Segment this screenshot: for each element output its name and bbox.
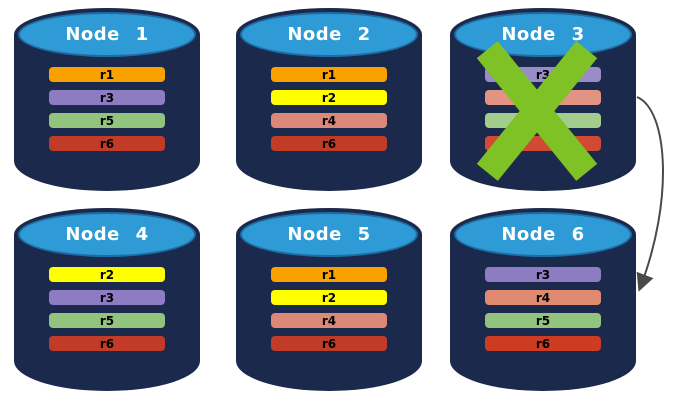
node-cylinder: Node 1 r1 r3 r5 r6 xyxy=(14,10,200,191)
node-title: Node 6 xyxy=(501,224,585,245)
replica-bar: r2 xyxy=(271,290,387,305)
replica-bar-label: r4 xyxy=(321,313,337,328)
replica-bar: r5 xyxy=(49,313,165,328)
node-cylinder: Node 5 r1 r2 r4 r6 xyxy=(236,210,422,391)
replica-bar: r2 xyxy=(49,267,165,282)
replica-bar-label: r6 xyxy=(535,336,551,351)
node-title: Node 1 xyxy=(65,24,149,45)
replica-bar-label: r5 xyxy=(99,313,115,328)
replica-bar-label: r6 xyxy=(321,136,337,151)
replica-list: r2 r3 r5 r6 xyxy=(49,267,165,351)
node-cylinder: Node 4 r2 r3 r5 r6 xyxy=(14,210,200,391)
replica-bar: r4 xyxy=(271,113,387,128)
replica-bar: r1 xyxy=(271,67,387,82)
replica-bar: r2 xyxy=(271,90,387,105)
cylinder-body xyxy=(236,34,422,191)
cylinder-top: Node 3 xyxy=(454,12,632,57)
failure-x-icon xyxy=(476,41,597,181)
replica-bar: r4 xyxy=(271,313,387,328)
replica-bar-label: r3 xyxy=(99,290,115,305)
node-title: Node 3 xyxy=(501,24,585,45)
replica-bar-label: r5 xyxy=(535,313,551,328)
cylinder-top: Node 6 xyxy=(454,212,632,257)
replica-bar-label: r5 xyxy=(99,113,115,128)
cylinder-top: Node 2 xyxy=(240,12,418,57)
replica-bar: r6 xyxy=(271,336,387,351)
replica-list: r1 r2 r4 r6 xyxy=(271,67,387,151)
cylinder-top: Node 4 xyxy=(18,212,196,257)
node-title: Node 5 xyxy=(287,224,371,245)
cylinder-top: Node 5 xyxy=(240,212,418,257)
cylinder-body xyxy=(236,234,422,391)
replica-bar: r3 xyxy=(49,290,165,305)
replica-bar: r4 xyxy=(485,290,601,305)
replica-bar-label: r4 xyxy=(535,290,551,305)
replica-bar: r6 xyxy=(49,136,165,151)
replica-bar: r6 xyxy=(485,336,601,351)
node-title: Node 2 xyxy=(287,24,371,45)
cylinder-body xyxy=(450,234,636,391)
replica-bar-label: r2 xyxy=(99,267,115,282)
replica-bar-label: r4 xyxy=(321,113,337,128)
replica-bar-label: r1 xyxy=(321,67,337,82)
cylinder-top: Node 1 xyxy=(18,12,196,57)
node-title: Node 4 xyxy=(65,224,149,245)
replica-bar-label: r6 xyxy=(321,336,337,351)
replica-bar-label: r1 xyxy=(99,67,115,82)
replica-bar: r1 xyxy=(271,267,387,282)
replica-bar-label: r6 xyxy=(99,136,115,151)
cylinder-body xyxy=(14,234,200,391)
replica-bar-label: r3 xyxy=(99,90,115,105)
replica-bar: r5 xyxy=(485,313,601,328)
replica-list: r1 r3 r5 r6 xyxy=(49,67,165,151)
replica-list: r1 r2 r4 r6 xyxy=(271,267,387,351)
replica-bar: r1 xyxy=(49,67,165,82)
replica-bar: r6 xyxy=(271,136,387,151)
replica-bar-label: r2 xyxy=(321,290,337,305)
replica-bar-label: r6 xyxy=(99,336,115,351)
replica-bar-label: r3 xyxy=(535,267,551,282)
replica-bar: r6 xyxy=(49,336,165,351)
replica-bar-label: r1 xyxy=(321,267,337,282)
replica-bar: r3 xyxy=(485,267,601,282)
node-cylinder: Node 2 r1 r2 r4 r6 xyxy=(236,10,422,191)
replica-list: r3 r4 r5 r6 xyxy=(485,267,601,351)
cylinder-body xyxy=(14,34,200,191)
node-cylinder: Node 6 r3 r4 r5 r6 xyxy=(450,210,636,391)
replica-bar: r5 xyxy=(49,113,165,128)
replication-arrow-icon xyxy=(636,96,664,292)
replica-bar-label: r2 xyxy=(321,90,337,105)
replica-bar: r3 xyxy=(49,90,165,105)
